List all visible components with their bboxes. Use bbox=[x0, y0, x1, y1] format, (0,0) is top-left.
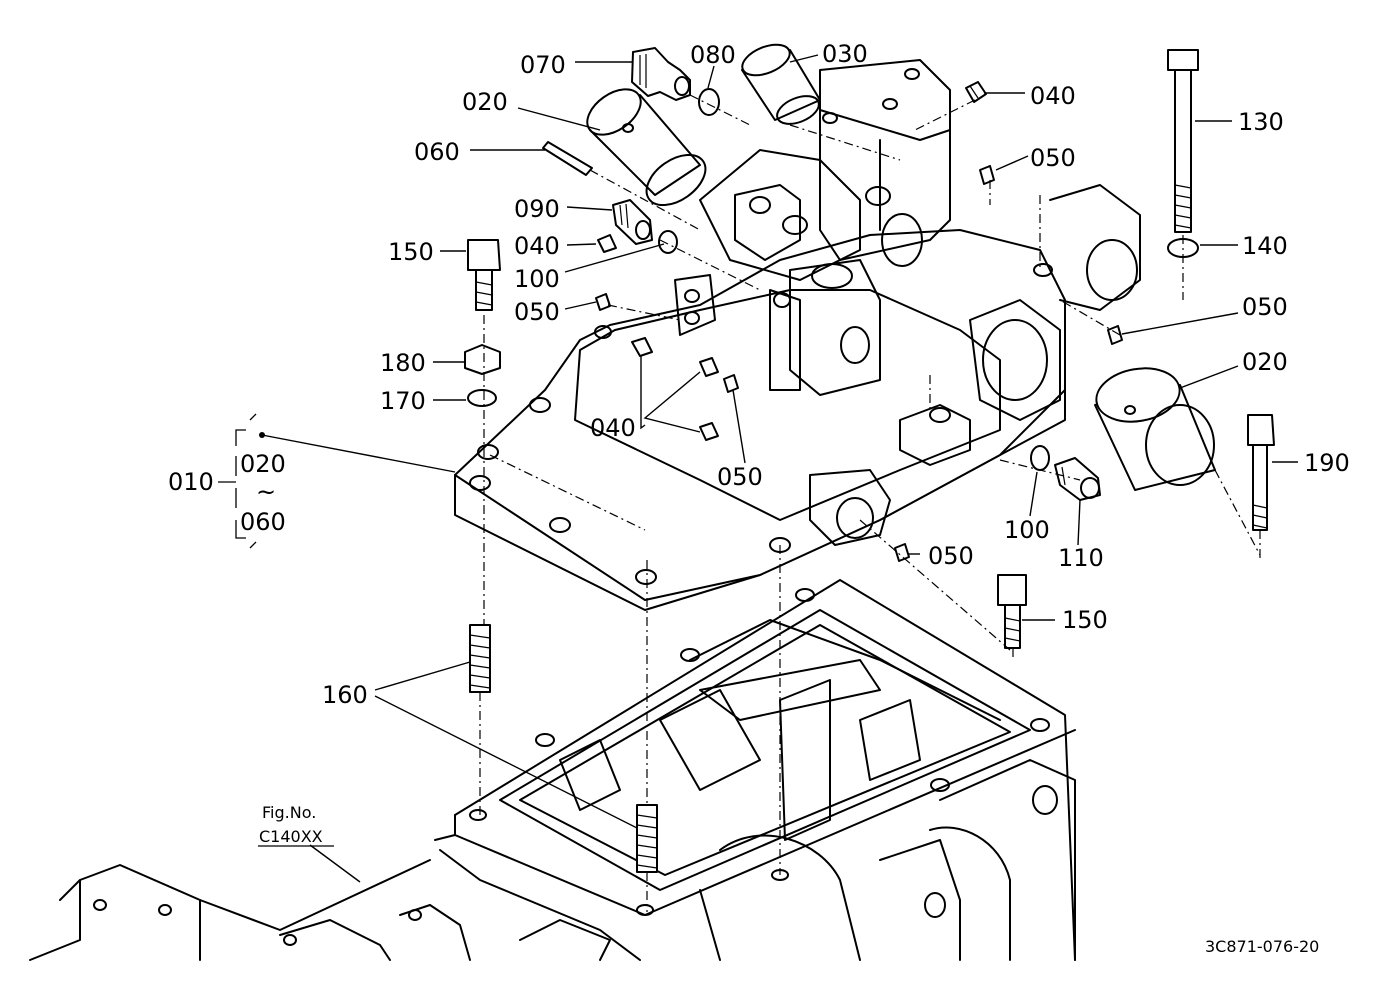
part-150-bolt-right bbox=[997, 574, 1027, 649]
label-110: 110 bbox=[1058, 544, 1104, 572]
assembly-center-lines bbox=[479, 94, 1261, 912]
label-180: 180 bbox=[380, 349, 426, 377]
figure-reference-line2: C140XX bbox=[259, 827, 323, 846]
part-090-adaptor bbox=[612, 199, 653, 245]
part-100-o-ring-right bbox=[1030, 445, 1050, 471]
label-190: 190 bbox=[1304, 449, 1350, 477]
part-170-washer bbox=[467, 389, 497, 407]
part-160-stud-right bbox=[636, 804, 658, 873]
label-050-mid: 050 bbox=[514, 298, 560, 326]
label-130: 130 bbox=[1238, 108, 1284, 136]
label-100-right: 100 bbox=[1004, 516, 1050, 544]
label-150-left: 150 bbox=[388, 238, 434, 266]
label-range-060: 060 bbox=[240, 508, 286, 536]
part-100-o-ring-left bbox=[658, 230, 678, 254]
label-050-right: 050 bbox=[1242, 293, 1288, 321]
label-040-low: 040 bbox=[590, 414, 636, 442]
label-090: 090 bbox=[514, 195, 560, 223]
label-100-left: 100 bbox=[514, 265, 560, 293]
part-190-bolt bbox=[1247, 414, 1275, 531]
label-040-mid: 040 bbox=[514, 232, 560, 260]
part-130-bolt bbox=[1167, 49, 1199, 233]
part-050-plug-mid bbox=[595, 293, 611, 311]
figure-reference: Fig.No. C140XX bbox=[258, 803, 334, 847]
leader-lines bbox=[259, 54, 1298, 883]
label-050-bottom: 050 bbox=[928, 542, 974, 570]
range-bracket bbox=[218, 413, 257, 549]
part-040-plug-top bbox=[965, 81, 987, 103]
part-040-plug-c bbox=[699, 422, 719, 441]
part-060-pin bbox=[542, 141, 593, 176]
parts bbox=[464, 43, 1275, 873]
part-040-plug-b bbox=[699, 357, 719, 377]
part-180-nut bbox=[464, 344, 501, 375]
part-labels: 070 080 030 040 020 060 050 130 090 040 … bbox=[168, 40, 1350, 709]
part-050-plug-right bbox=[1107, 325, 1123, 345]
label-150-right: 150 bbox=[1062, 606, 1108, 634]
label-080: 080 bbox=[690, 41, 736, 69]
hydraulic-cover-010 bbox=[454, 59, 1141, 611]
part-040-plug-a bbox=[631, 337, 653, 357]
label-020-right: 020 bbox=[1242, 348, 1288, 376]
part-040-plug-mid bbox=[597, 234, 617, 253]
label-060: 060 bbox=[414, 138, 460, 166]
label-030: 030 bbox=[822, 40, 868, 68]
part-160-stud-left bbox=[469, 624, 491, 693]
part-020-bushing-top bbox=[586, 88, 707, 207]
part-070-adaptor bbox=[631, 47, 691, 101]
part-050-plug-bottom bbox=[894, 543, 910, 562]
label-070: 070 bbox=[520, 51, 566, 79]
label-010: 010 bbox=[168, 468, 214, 496]
part-150-bolt-left bbox=[467, 239, 501, 311]
label-040-top: 040 bbox=[1030, 82, 1076, 110]
label-range-020: 020 bbox=[240, 450, 286, 478]
label-050-low: 050 bbox=[717, 463, 763, 491]
transmission-case bbox=[29, 579, 1076, 961]
label-170: 170 bbox=[380, 387, 426, 415]
part-020-bushing-right bbox=[1094, 367, 1216, 491]
part-080-o-ring bbox=[698, 88, 720, 116]
drawing-code: 3C871-076-20 bbox=[1205, 937, 1319, 956]
part-050-plug-top bbox=[979, 165, 995, 185]
part-050-plug-low bbox=[723, 374, 739, 393]
label-050-top: 050 bbox=[1030, 144, 1076, 172]
part-030-bushing bbox=[741, 43, 821, 125]
label-range-tilde: ~ bbox=[256, 478, 276, 506]
label-140: 140 bbox=[1242, 232, 1288, 260]
label-020-top: 020 bbox=[462, 88, 508, 116]
label-160: 160 bbox=[322, 681, 368, 709]
figure-reference-line1: Fig.No. bbox=[262, 803, 316, 822]
